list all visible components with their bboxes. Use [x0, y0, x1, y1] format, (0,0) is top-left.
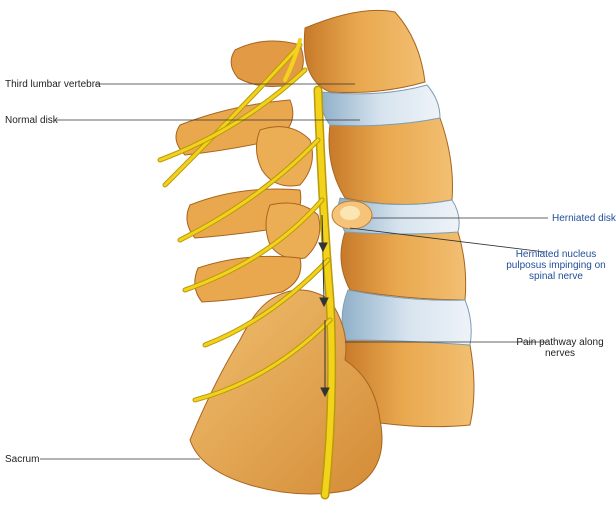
label-normal-disk: Normal disk: [5, 115, 58, 126]
spinous-processes: [175, 40, 321, 303]
label-third-lumbar-vertebra: Third lumbar vertebra: [5, 79, 101, 90]
herniated-nucleus: [331, 200, 373, 230]
vertebral-body-l5: [340, 229, 467, 301]
label-herniated-disk: Herniated disk: [552, 213, 616, 224]
arrow-down-icon: [320, 387, 330, 398]
label-herniated-nucleus-line-1: Herniated nucleus: [515, 249, 597, 260]
vertebral-body-l3: [303, 9, 426, 94]
pain-pathway-arrows: [318, 214, 330, 398]
label-herniated-nucleus: Herniated nucleus pulposus impinging on …: [500, 249, 612, 282]
nerves: [157, 38, 337, 500]
process-l4: [256, 126, 313, 187]
label-pain-pathway-line-1: Pain pathway along: [516, 337, 604, 348]
arrow-down-icon: [319, 297, 329, 308]
vertebral-bodies: [303, 9, 475, 428]
leader-lines: [40, 83, 548, 460]
nerve-root-7: [283, 38, 302, 82]
label-sacrum: Sacrum: [5, 454, 40, 465]
label-pain-pathway: Pain pathway along nerves: [510, 337, 610, 359]
leader-line-herniated-nucleus: [349, 227, 546, 253]
label-herniated-nucleus-line-3: spinal nerve: [529, 271, 583, 282]
arrow-down-icon: [318, 242, 328, 253]
vertebral-body-l4: [328, 116, 453, 206]
label-herniated-nucleus-line-2: pulposus impinging on: [506, 260, 606, 271]
normal-disk-shape: [320, 84, 441, 127]
label-pain-pathway-line-2: nerves: [544, 348, 575, 359]
